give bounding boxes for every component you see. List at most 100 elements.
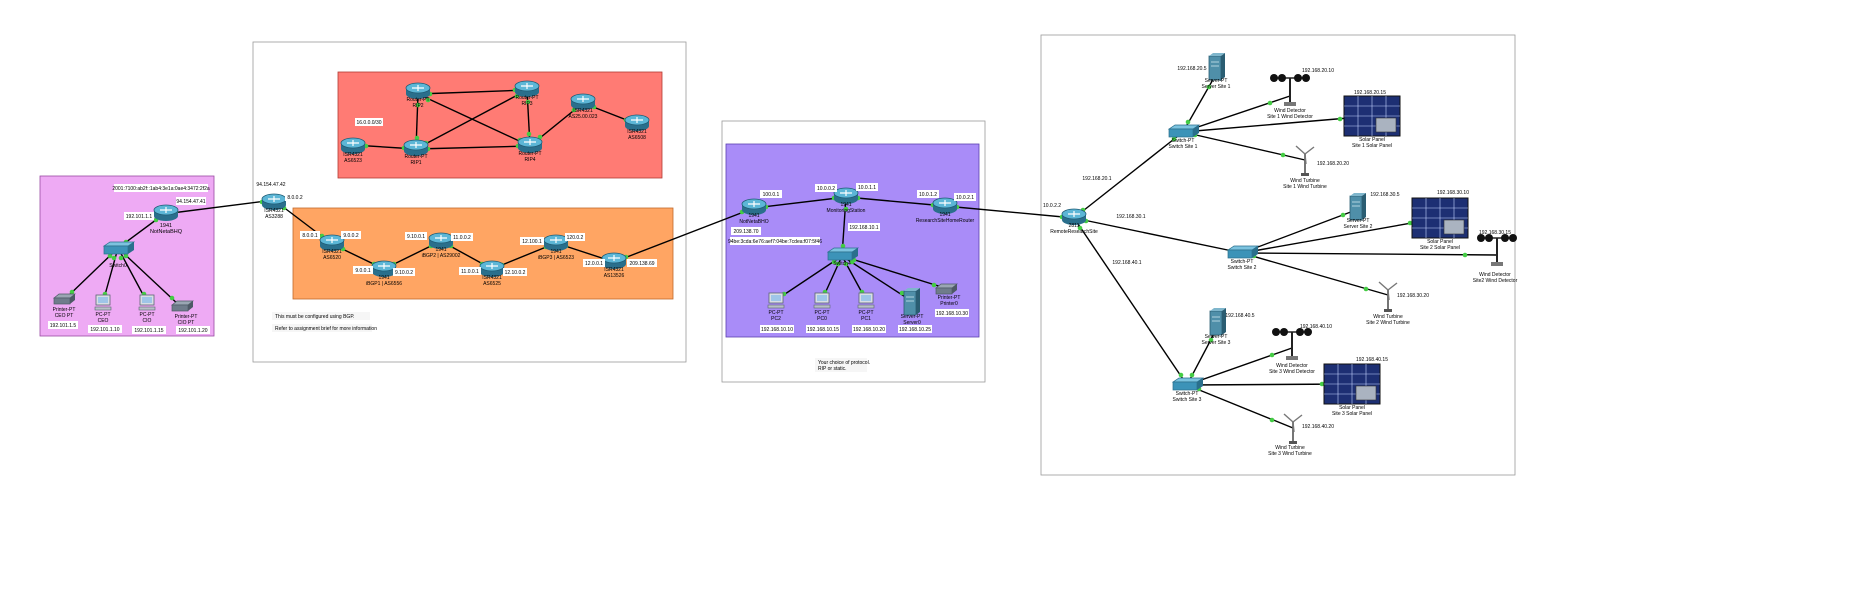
- ip-label: 100.0.1: [763, 192, 780, 198]
- device-name-label: Server Site 3: [1202, 340, 1231, 346]
- device-name-label: MonitoringStation: [827, 208, 866, 214]
- printer-icon[interactable]: [53, 293, 76, 305]
- zones: [39, 34, 1516, 476]
- device-name-label: ResearchSiteHomeRouter: [916, 218, 975, 224]
- solar-panel-icon[interactable]: [1411, 197, 1469, 239]
- ip-label: 192.168.10.15: [807, 327, 839, 333]
- ip-label: 192.168.20.1: [1082, 176, 1111, 182]
- router-icon[interactable]: [153, 204, 179, 222]
- ip-label: 16.0.0.0/30: [356, 120, 381, 126]
- ip-label: 192.168.40.15: [1356, 357, 1388, 363]
- ip-label: 9.0.0.2: [343, 233, 359, 239]
- device-name-label: CEO PT: [55, 313, 74, 319]
- device-model-label: 1941: [939, 212, 950, 218]
- ip-label: 9.10.0.2: [395, 270, 413, 276]
- device-name-label: iBGP3 | AS6523: [538, 255, 574, 261]
- wind-turbine-icon[interactable]: [1283, 413, 1303, 445]
- ip-label: 192.101.1.1: [126, 214, 153, 220]
- switch-icon[interactable]: [1227, 245, 1259, 259]
- solar-panel-icon[interactable]: [1323, 363, 1381, 405]
- ip-label: 192.168.20.10: [1302, 68, 1334, 74]
- device-name-label: PC1: [861, 316, 871, 322]
- server-icon[interactable]: [1349, 192, 1367, 221]
- pc-icon[interactable]: [767, 292, 785, 309]
- device-model-label: Wind Turbine: [1290, 178, 1320, 184]
- device-name-label: CIO: [143, 318, 152, 324]
- device-model-label: Switch-PT: [1176, 391, 1199, 397]
- device-model-label: ISR4321: [343, 152, 363, 158]
- device-name-label: iBGP2 | AS29002: [422, 253, 461, 259]
- device-model-label: 1941: [160, 223, 172, 229]
- ip-label: 192.168.40.5: [1225, 313, 1254, 319]
- notes: This must be configured using BGP. Refer…: [272, 312, 870, 372]
- ip-label: 10.0.2.1: [956, 195, 974, 201]
- device-model-label: 2811: [1069, 223, 1080, 229]
- ip-label: 192.168.40.10: [1300, 324, 1332, 330]
- device-name-label: Switch Site 3: [1173, 397, 1202, 403]
- ip-label: 192.168.20.15: [1354, 90, 1386, 96]
- device-name-label: Site 3 Solar Panel: [1332, 411, 1372, 417]
- device-name-label: RemoteResearchSite: [1050, 229, 1098, 235]
- server-icon[interactable]: [1208, 52, 1226, 81]
- device-name-label: Server Site 1: [1202, 84, 1231, 90]
- wind-detector-icon[interactable]: [1271, 327, 1313, 361]
- device-name-label: AS6525: [483, 281, 501, 287]
- ip-label: 192.168.30.1: [1116, 214, 1145, 220]
- device-model-label: Wind Turbine: [1275, 445, 1305, 451]
- device-model-label: Solar Panel: [1427, 239, 1453, 245]
- device-model-label: Printer-PT: [175, 314, 198, 320]
- printer-icon[interactable]: [171, 300, 194, 312]
- ip-label: 192.168.30.20: [1397, 293, 1429, 299]
- ip-label: 192.168.10.20: [853, 327, 885, 333]
- device-name-label: NotNetaBHQ: [150, 229, 183, 235]
- device-name-label: PC0: [817, 316, 827, 322]
- ip-label: 192.168.30.5: [1370, 192, 1399, 198]
- ip-label: 192.168.10.1: [849, 225, 878, 231]
- device-name-label: CIO PT: [178, 320, 195, 326]
- device-model-label: ISR4321: [604, 267, 624, 273]
- pc-icon[interactable]: [813, 292, 831, 309]
- pc-icon[interactable]: [857, 292, 875, 309]
- device-name-label: AS13526: [604, 273, 625, 279]
- wind-turbine-icon[interactable]: [1295, 145, 1315, 177]
- device-name-label: iBGP1 | AS6556: [366, 281, 402, 287]
- switch-icon[interactable]: [1172, 377, 1204, 391]
- device-model-label: 1941: [378, 275, 389, 281]
- devices: 1941 NotNetaBHQ Switch0 Printer-PT CEO P…: [53, 52, 1518, 457]
- pc-icon[interactable]: [138, 294, 156, 311]
- wind-turbine-icon[interactable]: [1378, 281, 1398, 313]
- device-name-label: Server Site 2: [1344, 224, 1373, 230]
- ip-label: 94.154.47.42: [256, 182, 285, 188]
- device-name-label: Site2 Wind Detector: [1473, 278, 1518, 284]
- switch-icon[interactable]: [827, 247, 859, 261]
- ip-label: 9.0.0.1: [355, 268, 371, 274]
- ip-label: 192.101.1.5: [50, 323, 77, 329]
- device-name-label: Site 2 Wind Turbine: [1366, 320, 1410, 326]
- ip-label: 94.154.47.41: [176, 199, 205, 205]
- ip-label: 11.0.0.2: [453, 235, 471, 241]
- ip-label: 11.0.0.1: [461, 269, 479, 275]
- printer-icon[interactable]: [935, 283, 958, 295]
- ip-label: 8.0.0.1: [302, 233, 318, 239]
- device-name-label: Switch Site 2: [1228, 265, 1257, 271]
- wind-detector-icon[interactable]: [1476, 233, 1518, 267]
- solar-panel-icon[interactable]: [1343, 95, 1401, 137]
- switch-icon[interactable]: [1168, 124, 1200, 138]
- note-text: RIP or static.: [818, 366, 847, 372]
- ip-label: 192.101.1.20: [178, 328, 207, 334]
- ip-label: 209.138.69: [629, 261, 654, 267]
- ip-label: 10.0.1.1: [858, 185, 876, 191]
- server-icon[interactable]: [1209, 307, 1227, 336]
- device-name-label: AS3288: [265, 214, 283, 220]
- device-model-label: PC-PT: [140, 312, 155, 318]
- ip-label: 192.168.40.1: [1112, 260, 1141, 266]
- pc-icon[interactable]: [94, 294, 112, 311]
- rip-zone: [337, 71, 663, 179]
- switch-icon[interactable]: [103, 241, 135, 255]
- ip-label: 120.0.2: [567, 235, 584, 241]
- address-labels: 2001:7100:ab2f::1ab4:3e1a:0ae4:3472:2f2a…: [48, 66, 1511, 430]
- ip-label: 94be:3cda:6e76:aef7:04be:7cdea:f07:5f46: [728, 239, 822, 245]
- device-name-label: Switch Site 1: [1169, 144, 1198, 150]
- server-icon[interactable]: [903, 287, 921, 316]
- ip-label: 192.168.30.10: [1437, 190, 1469, 196]
